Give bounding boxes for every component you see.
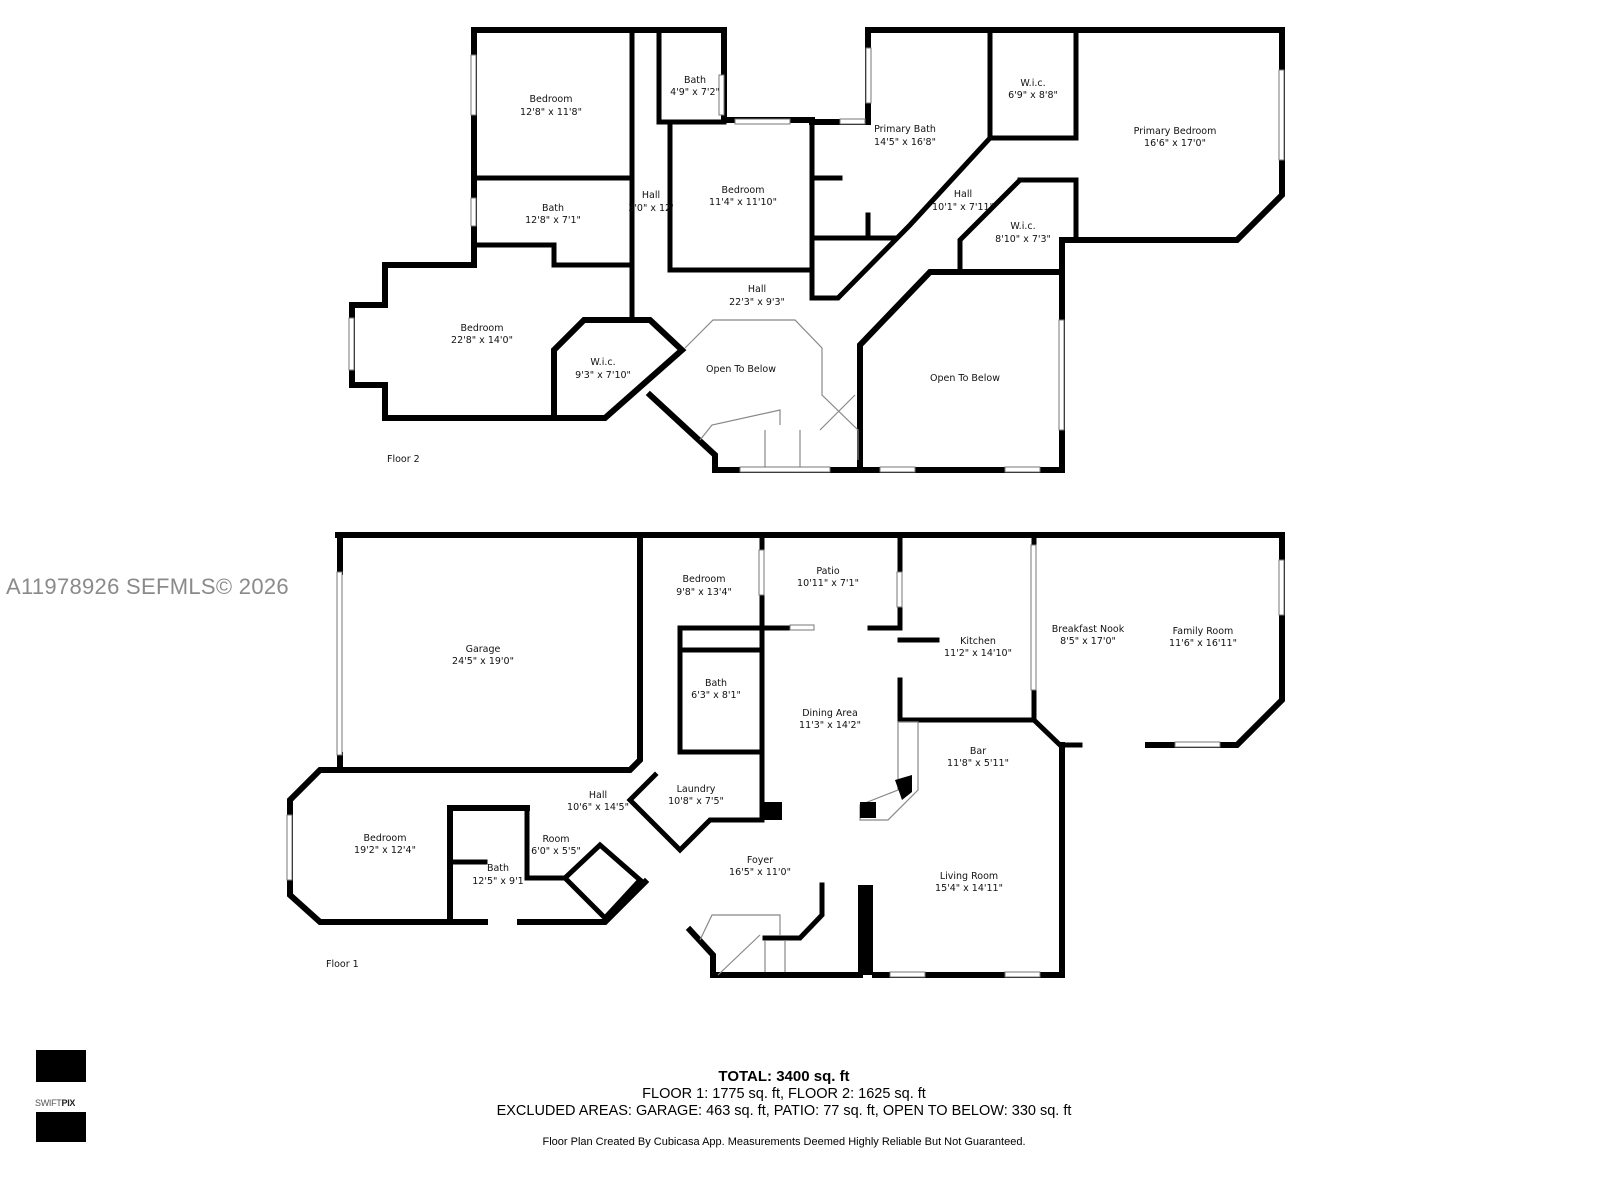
floor2-walls: [348, 27, 1285, 473]
room-dims: 9'8" x 13'4": [676, 587, 732, 598]
disclaimer: Floor Plan Created By Cubicasa App. Meas…: [542, 1136, 1026, 1148]
room-dims: 22'8" x 14'0": [451, 335, 513, 346]
room-name: Bar: [970, 746, 986, 757]
room-name: Bedroom: [364, 833, 407, 844]
room-dims: 10'8" x 7'5": [668, 796, 724, 807]
floor2-label: Floor 2: [387, 454, 420, 465]
room-dims: 16'5" x 11'0": [729, 867, 791, 878]
room-dims: 12'8" x 11'8": [520, 107, 582, 118]
room-dims: 11'8" x 5'11": [947, 758, 1009, 769]
room-name: Dining Area: [802, 708, 858, 719]
room-dims: 6'0" x 5'5": [531, 846, 581, 857]
room-name: W.i.c.: [1010, 221, 1035, 232]
room-name: Open To Below: [930, 373, 1000, 384]
room-dims: 8'10" x 7'3": [995, 234, 1051, 245]
floor1-room-labels: Garage 24'5" x 19'0" Bedroom 9'8" x 13'4…: [326, 566, 1237, 970]
room-name: Primary Bedroom: [1134, 126, 1217, 137]
room-dims: 11'4" x 11'10": [709, 197, 777, 208]
room-dims: 22'3" x 9'3": [729, 297, 785, 308]
room-dims: 11'6" x 16'11": [1169, 638, 1237, 649]
room-dims: 6'3" x 8'1": [691, 690, 741, 701]
room-name: Garage: [466, 644, 501, 655]
room-name: Hall: [954, 189, 972, 200]
room-dims: 11'3" x 14'2": [799, 720, 861, 731]
total-area: TOTAL: 3400 sq. ft: [718, 1068, 850, 1085]
room-name: Hall: [748, 284, 766, 295]
floor-areas: FLOOR 1: 1775 sq. ft, FLOOR 2: 1625 sq. …: [642, 1086, 926, 1102]
mls-watermark: A11978926 SEFMLS© 2026: [6, 574, 289, 599]
room-name: Bath: [542, 203, 564, 214]
room-name: Bath: [705, 678, 727, 689]
excluded-areas: EXCLUDED AREAS: GARAGE: 463 sq. ft, PATI…: [496, 1103, 1072, 1119]
room-name: Laundry: [677, 784, 716, 795]
room-name: Bath: [487, 863, 509, 874]
room-dims: 24'5" x 19'0": [452, 656, 514, 667]
room-name: Living Room: [940, 871, 998, 882]
room-dims: 9'3" x 7'10": [575, 370, 631, 381]
room-dims: 11'2" x 14'10": [944, 648, 1012, 659]
room-dims: 12'8" x 7'1": [525, 215, 581, 226]
room-name: W.i.c.: [1020, 78, 1045, 89]
room-dims: 10'1" x 7'11": [932, 202, 994, 213]
room-name: Bedroom: [683, 574, 726, 585]
room-name: Kitchen: [960, 636, 996, 647]
room-name: Primary Bath: [874, 124, 936, 135]
room-name: Bedroom: [722, 185, 765, 196]
floor1-label: Floor 1: [326, 959, 359, 970]
room-dims: 19'2" x 12'4": [354, 845, 416, 856]
room-dims: 10'11" x 7'1": [797, 578, 859, 589]
room-name: Bedroom: [530, 94, 573, 105]
room-name: Breakfast Nook: [1052, 624, 1125, 635]
room-name: Bath: [684, 75, 706, 86]
floor2-room-labels: Bedroom 12'8" x 11'8" Bath 4'9" x 7'2" B…: [387, 75, 1216, 465]
room-dims: 6'9" x 8'8": [1008, 90, 1058, 101]
room-name: W.i.c.: [590, 357, 615, 368]
room-name: Foyer: [747, 855, 773, 866]
room-name: Bedroom: [461, 323, 504, 334]
floor1-walls: [286, 532, 1285, 978]
room-dims: 4'9" x 7'2": [670, 87, 720, 98]
room-dims: 15'4" x 14'11": [935, 883, 1003, 894]
room-name: Open To Below: [706, 364, 776, 375]
room-dims: 16'6" x 17'0": [1144, 138, 1206, 149]
room-name: Room: [542, 834, 569, 845]
room-dims: 12'5" x 9'1: [472, 876, 523, 887]
room-dims: 8'5" x 17'0": [1060, 636, 1116, 647]
swiftpix-logo: SWIFTPIX: [35, 1050, 86, 1142]
room-name: Hall: [642, 190, 660, 201]
room-name: Hall: [589, 790, 607, 801]
room-name: Family Room: [1173, 626, 1234, 637]
room-dims: 10'6" x 14'5": [567, 802, 629, 813]
room-dims: 3'0" x 12': [628, 203, 673, 214]
room-dims: 14'5" x 16'8": [874, 137, 936, 148]
room-name: Patio: [816, 566, 839, 577]
